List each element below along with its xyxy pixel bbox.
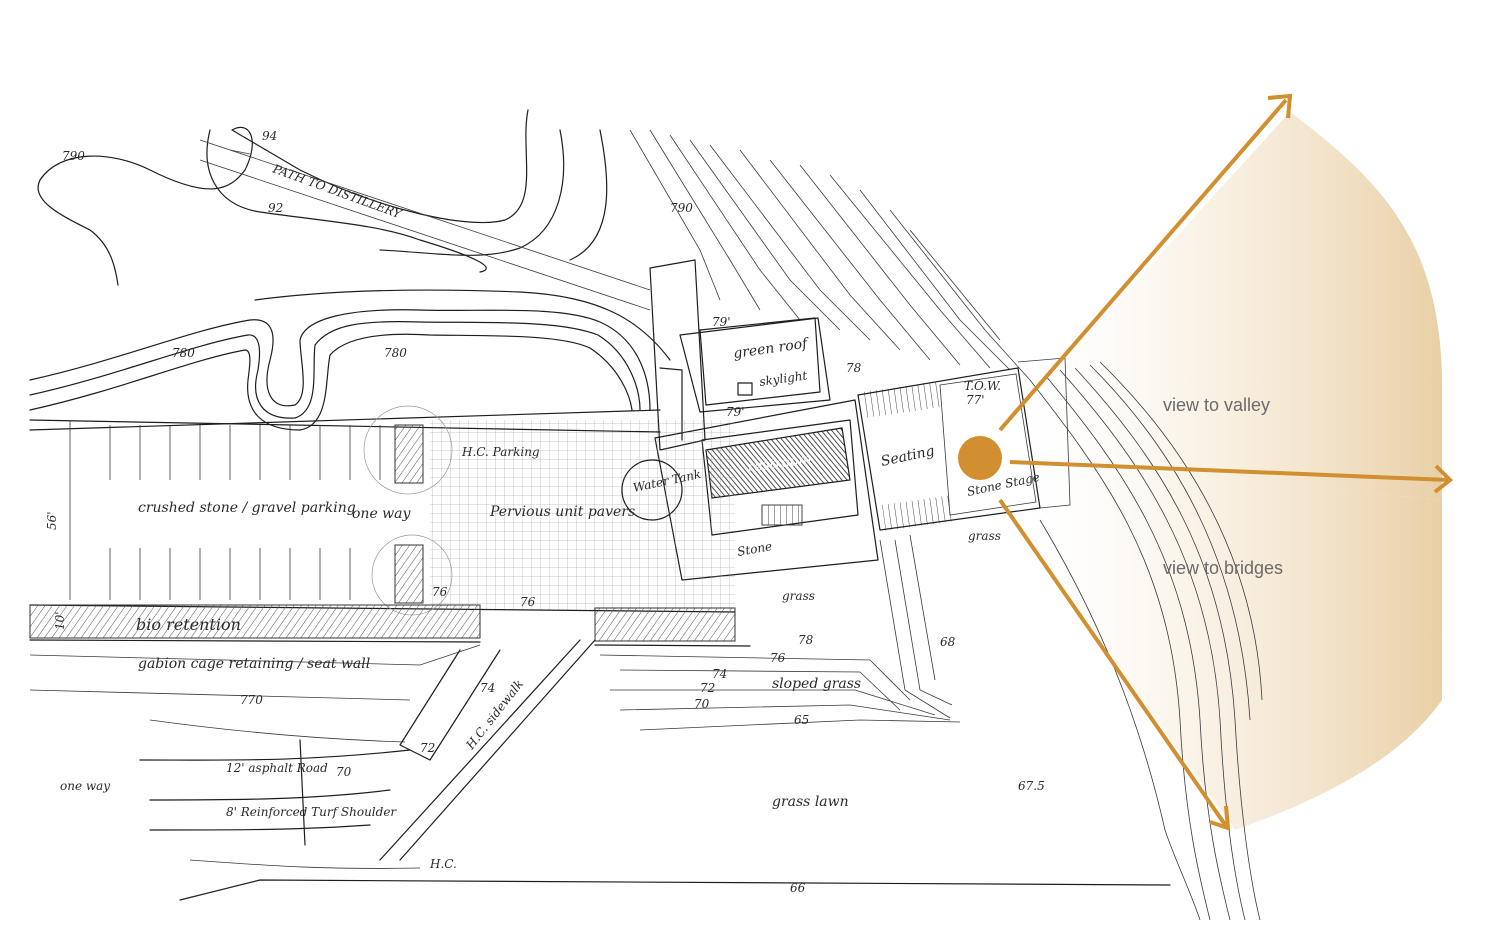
slope-lines-upper-right bbox=[629, 129, 1031, 381]
sloped-grass-label: sloped grass bbox=[772, 676, 861, 692]
elev-70-b: 70 bbox=[336, 765, 352, 779]
elev-76-a: 76 bbox=[432, 585, 448, 599]
view-fan-valley bbox=[1000, 112, 1442, 500]
contour-770: 770 bbox=[240, 693, 263, 707]
grass-right-label: grass bbox=[968, 529, 1001, 543]
gabion-wall-label: gabion cage retaining / seat wall bbox=[138, 656, 370, 672]
crushed-stone-label: crushed stone / gravel parking bbox=[138, 500, 356, 516]
elev-72-b: 72 bbox=[420, 741, 435, 755]
pervious-pavers-label: Pervious unit pavers bbox=[489, 504, 635, 520]
dim-56-label: 56' bbox=[45, 511, 59, 530]
hc-parking-label: H.C. Parking bbox=[461, 445, 540, 459]
elev-79-label: 79' bbox=[712, 315, 731, 329]
view-fan-bridges bbox=[1000, 462, 1442, 830]
dim-10-label: 10' bbox=[53, 611, 67, 630]
view-arrows bbox=[958, 93, 1453, 831]
elev-70-a: 70 bbox=[694, 697, 710, 711]
slope-lines-right bbox=[1029, 361, 1263, 921]
elev-76-b: 76 bbox=[520, 595, 536, 609]
one-way-parking-label: one way bbox=[352, 506, 412, 522]
elev-66: 66 bbox=[790, 881, 806, 895]
tow-label: T.O.W. bbox=[964, 379, 1001, 393]
contour-780-a: 780 bbox=[172, 346, 195, 360]
contour-92: 92 bbox=[268, 201, 283, 215]
parking-lot bbox=[29, 405, 751, 647]
elev-68: 68 bbox=[940, 635, 956, 649]
contour-790-a: 790 bbox=[62, 149, 85, 163]
elev-72: 72 bbox=[700, 681, 715, 695]
view-to-bridges-label: view to bridges bbox=[1163, 558, 1283, 578]
asphalt-road-label: 12' asphalt Road bbox=[226, 761, 328, 775]
view-to-valley-label: view to valley bbox=[1163, 395, 1270, 415]
elev-78-b: 78 bbox=[798, 633, 814, 647]
path-to-distillery-label: PATH TO DISTILLERY bbox=[270, 161, 404, 221]
green-roof-label: green roof bbox=[732, 335, 811, 362]
contour-790-b: 790 bbox=[670, 201, 693, 215]
elev-78-label: 78 bbox=[846, 361, 862, 375]
elev-67-5: 67.5 bbox=[1018, 779, 1045, 793]
bio-retention-label: bio retention bbox=[136, 615, 241, 634]
elev-74-b: 74 bbox=[480, 681, 495, 695]
elev-74-a: 74 bbox=[712, 667, 727, 681]
lower-contours bbox=[29, 534, 1171, 901]
viewpoint-marker bbox=[958, 436, 1002, 480]
hc-label: H.C. bbox=[429, 857, 457, 871]
seating-label: Seating bbox=[880, 443, 936, 470]
tow-elev-label: 77' bbox=[966, 393, 985, 407]
elev-79-lower-label: 79' bbox=[726, 405, 745, 419]
grass-center-label: grass bbox=[782, 589, 815, 603]
elev-76-c: 76 bbox=[770, 651, 786, 665]
contour-94: 94 bbox=[262, 129, 277, 143]
contour-780-b: 780 bbox=[384, 346, 407, 360]
one-way-road-label: one way bbox=[60, 779, 110, 793]
elev-65: 65 bbox=[794, 713, 809, 727]
grass-lawn-label: grass lawn bbox=[772, 794, 849, 810]
skylight-label: skylight bbox=[758, 368, 808, 389]
building-block bbox=[621, 259, 1071, 581]
contour-lines-upper bbox=[29, 109, 671, 431]
stone-label: Stone bbox=[736, 539, 773, 559]
reinforced-turf-label: 8' Reinforced Turf Shoulder bbox=[226, 805, 397, 819]
